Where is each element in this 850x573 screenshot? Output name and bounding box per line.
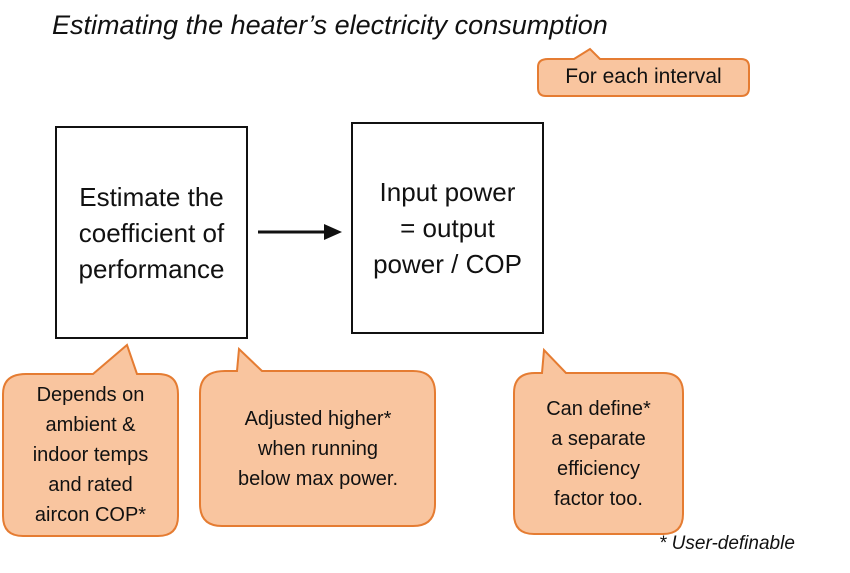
define-callout-shape	[513, 347, 684, 535]
depends-callout: Depends on ambient & indoor temps and ra…	[2, 374, 179, 536]
estimate-cop-box: Estimate the coefficient of performance	[55, 126, 248, 339]
estimate-cop-text: Estimate the coefficient of performance	[78, 181, 225, 284]
depends-callout-shape	[2, 343, 179, 537]
interval-callout-text: For each interval	[565, 65, 722, 88]
define-callout-text: Can define* a separate efficiency factor…	[546, 398, 651, 510]
interval-callout: For each interval	[538, 57, 749, 97]
depends-callout-text: Depends on ambient & indoor temps and ra…	[32, 384, 149, 526]
adjusted-callout-shape	[199, 346, 436, 527]
interval-callout-shape	[537, 47, 750, 97]
define-callout: Can define* a separate efficiency factor…	[513, 373, 684, 535]
adjusted-callout-text: Adjusted higher* when running below max …	[237, 408, 399, 490]
flow-arrow-head	[324, 224, 342, 240]
adjusted-callout: Adjusted higher* when running below max …	[200, 371, 436, 527]
footnote: * User-definable	[659, 533, 795, 554]
diagram-title: Estimating the heater’s electricity cons…	[52, 10, 608, 40]
input-power-text: Input power = output power / COP	[373, 177, 522, 279]
input-power-box: Input power = output power / COP	[351, 122, 544, 334]
